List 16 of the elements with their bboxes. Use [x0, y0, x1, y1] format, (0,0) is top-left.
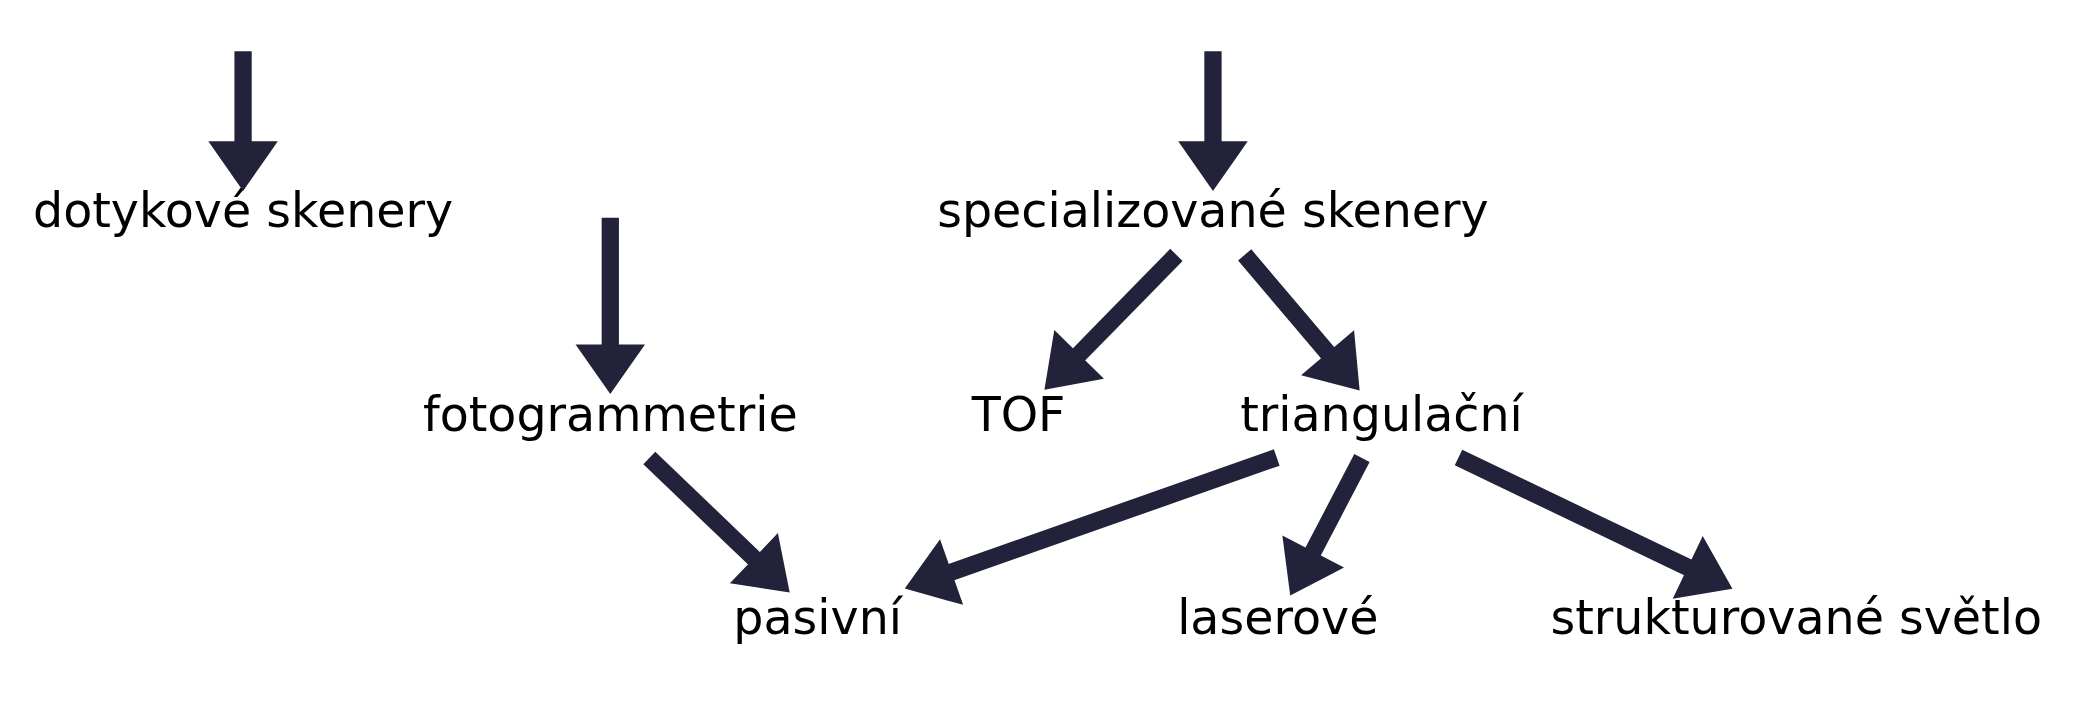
arrow [1044, 248, 1183, 390]
arrow [208, 51, 278, 191]
node-text: triangulační [1240, 386, 1523, 442]
node-text: specializované skenery [937, 183, 1489, 239]
arrow [575, 217, 646, 395]
node-text: strukturované světlo [1550, 589, 2042, 645]
node-text: dotykové skenery [32, 183, 454, 239]
arrow [1238, 249, 1360, 391]
node-text: TOF [971, 386, 1066, 442]
arrow [1282, 453, 1370, 596]
node-text: pasivní [733, 589, 902, 645]
arrow [1454, 449, 1733, 599]
node-text: fotogrammetrie [422, 386, 798, 442]
node-text: laserové [1177, 589, 1379, 645]
arrow [643, 451, 790, 593]
arrow [1178, 51, 1248, 191]
